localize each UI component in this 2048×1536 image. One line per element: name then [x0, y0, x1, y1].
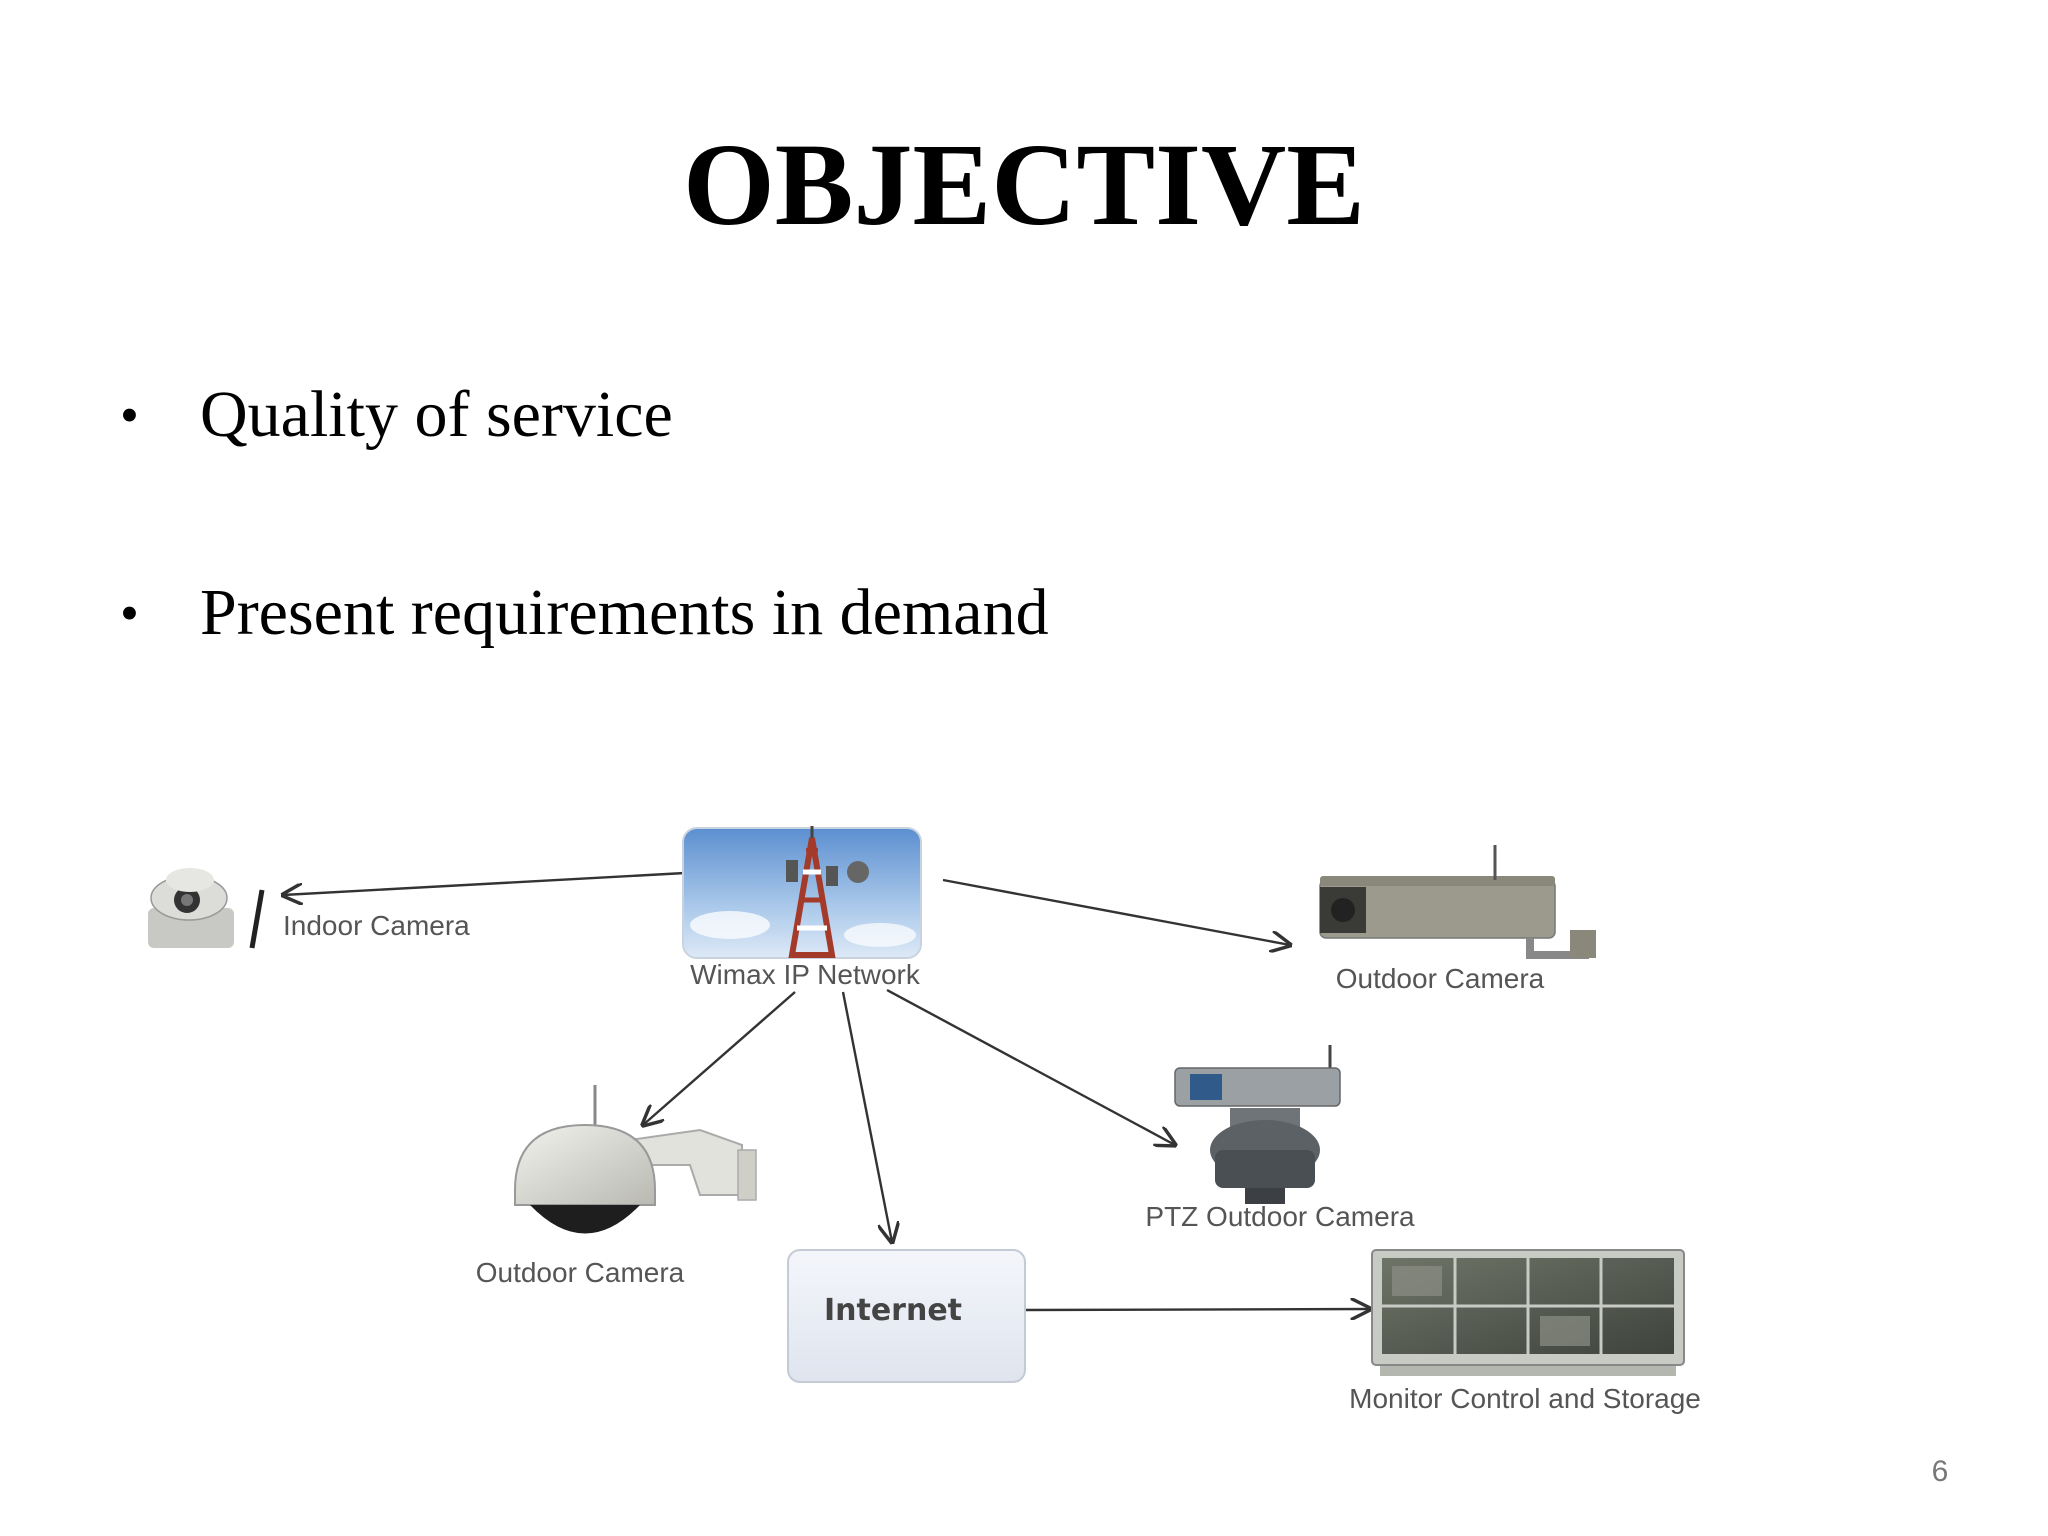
diagram-arrows: [283, 871, 1370, 1310]
internet-label: Internet: [824, 1293, 962, 1328]
arrow-wimax-to-outdoor-dome: [643, 991, 796, 1125]
bullet-item: • Present requirements in demand: [120, 573, 1049, 653]
dome-camera-icon: [514, 1085, 757, 1234]
arrow-wimax-to-outdoor-bullet: [942, 878, 1290, 945]
wimax-label: Wimax IP Network: [690, 959, 921, 990]
bullet-icon: •: [120, 583, 139, 643]
outdoor-camera-dome-label: Outdoor Camera: [476, 1257, 685, 1288]
tower-icon: [682, 826, 922, 959]
slide-title: OBJECTIVE: [683, 119, 1365, 250]
bullet-text: Present requirements in demand: [200, 576, 1049, 649]
internet-node: [787, 1249, 1026, 1383]
monitor-icon: [1371, 1249, 1685, 1376]
arrow-wimax-to-internet: [841, 991, 892, 1242]
arrow-wimax-to-indoor: [283, 871, 686, 895]
diagram-labels: Wimax IP Network Indoor Camera Outdoor C…: [283, 910, 1701, 1414]
bullet-text: Quality of service: [200, 378, 673, 451]
bullet-list: • Quality of service • Present requireme…: [120, 375, 1049, 653]
bullet-icon: •: [120, 385, 139, 445]
indoor-camera-icon: [148, 868, 265, 949]
monitor-label: Monitor Control and Storage: [1349, 1383, 1701, 1414]
outdoor-camera-bullet-label: Outdoor Camera: [1336, 963, 1545, 994]
ptz-camera-icon: [1174, 1045, 1341, 1204]
page-number: 6: [1931, 1455, 1949, 1488]
ptz-camera-label: PTZ Outdoor Camera: [1145, 1201, 1415, 1232]
arrow-internet-to-monitor: [1024, 1309, 1370, 1310]
bullet-camera-icon: [1319, 845, 1596, 959]
indoor-camera-label: Indoor Camera: [283, 910, 470, 941]
bullet-item: • Quality of service: [120, 375, 1049, 455]
arrow-wimax-to-ptz: [886, 988, 1175, 1145]
